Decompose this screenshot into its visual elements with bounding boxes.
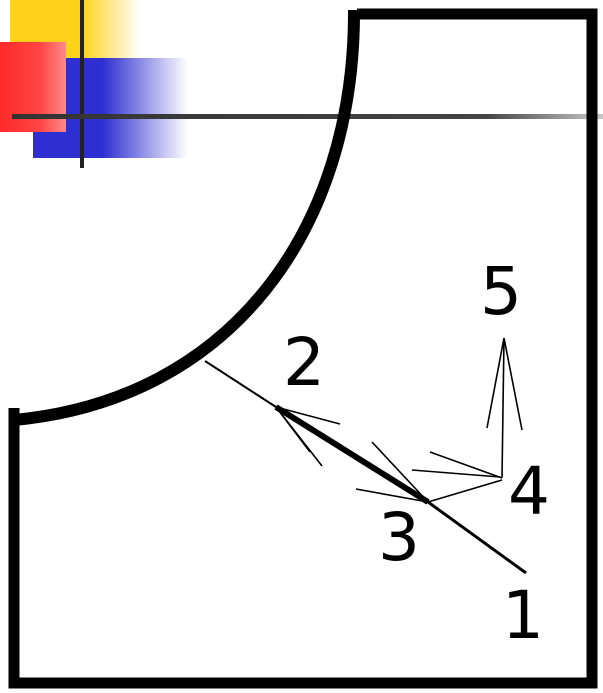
corner-ornament [0, 0, 603, 168]
crack-main [204, 360, 527, 575]
crack-branches-5 [486, 337, 523, 431]
crack-branches-3 [355, 441, 503, 503]
label-point-5: 5 [480, 253, 522, 330]
label-point-1: 1 [502, 577, 544, 654]
ornament-horizontal-rule [12, 114, 603, 119]
crack-branches-2 [275, 406, 341, 467]
label-point-4: 4 [508, 453, 550, 530]
quarter-circle-arc [13, 9, 361, 426]
crack-branches-4 [429, 337, 505, 479]
shape-outline [8, 8, 598, 689]
ornament-vertical-rule [80, 0, 84, 168]
label-point-2: 2 [283, 324, 325, 401]
label-point-3: 3 [378, 499, 420, 576]
